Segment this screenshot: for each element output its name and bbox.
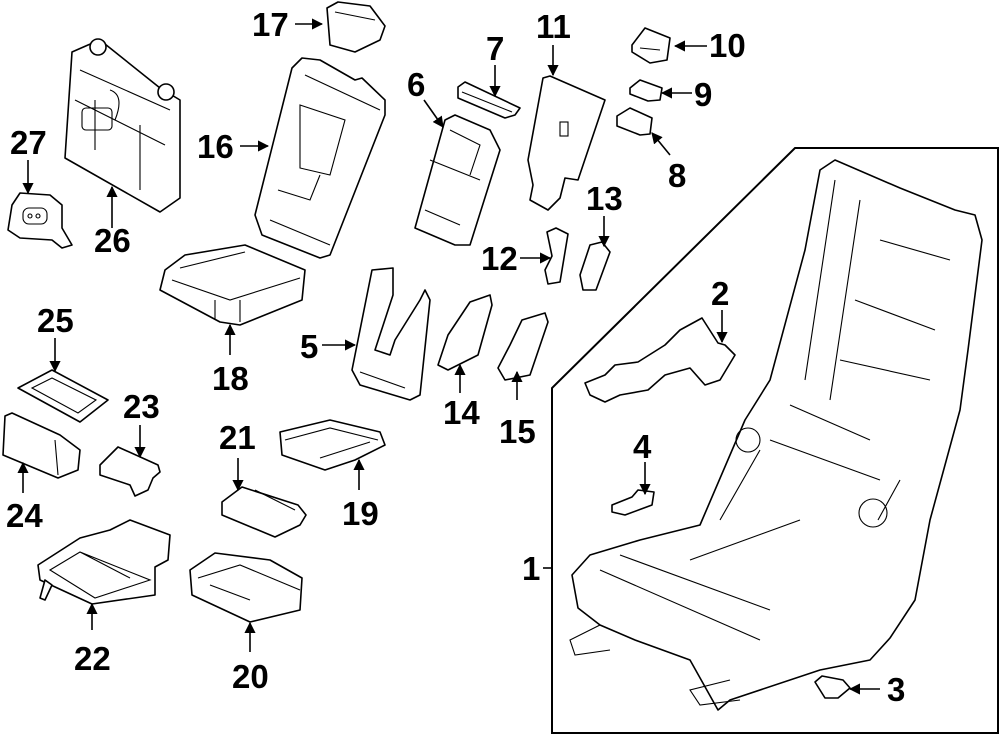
part-19-pad[interactable]	[279, 419, 386, 471]
leader-lines	[17, 18, 880, 695]
part-21-pad[interactable]	[221, 486, 307, 538]
part-14-side-trim[interactable]	[437, 294, 493, 371]
callout-7: 7	[486, 30, 504, 67]
callout-labels: 17 16 27 26 18 6 7 11 10 9 8 12 13 5 14 …	[6, 6, 905, 708]
part-25-bezel[interactable]	[17, 369, 109, 423]
callout-5: 5	[300, 328, 318, 365]
callout-14: 14	[443, 394, 480, 431]
callout-8: 8	[668, 157, 686, 194]
part-18-seat-cushion[interactable]	[159, 244, 306, 326]
part-4-bracket[interactable]	[611, 489, 655, 516]
part-1-seat-frame[interactable]	[569, 159, 983, 711]
callout-1: 1	[522, 550, 540, 587]
callout-11: 11	[536, 8, 571, 45]
part-24-housing[interactable]	[2, 412, 81, 479]
callout-20: 20	[232, 658, 269, 695]
callout-26: 26	[94, 222, 131, 259]
part-16-seat-back-cover[interactable]	[254, 57, 386, 259]
callout-12: 12	[481, 240, 518, 277]
part-20-cushion[interactable]	[189, 552, 303, 623]
part-11-back-panel[interactable]	[527, 75, 606, 211]
part-23-bracket[interactable]	[99, 446, 161, 497]
part-10-clip[interactable]	[631, 27, 671, 64]
callout-27: 27	[10, 124, 47, 161]
part-6-bracket[interactable]	[414, 114, 501, 246]
callout-13: 13	[586, 180, 623, 217]
callout-9: 9	[694, 76, 712, 113]
callout-23: 23	[123, 388, 160, 425]
part-7-trim-strip[interactable]	[457, 81, 521, 119]
callout-10: 10	[709, 27, 746, 64]
part-3-clip[interactable]	[814, 675, 851, 699]
part-13-trim[interactable]	[579, 241, 611, 291]
part-5-side-bracket[interactable]	[351, 267, 431, 401]
part-22-tray[interactable]	[37, 519, 171, 605]
callout-16: 16	[197, 128, 234, 165]
part-9-clip[interactable]	[629, 79, 663, 102]
part-15-side-trim[interactable]	[497, 312, 549, 381]
callout-2: 2	[711, 275, 729, 312]
part-26-seat-module[interactable]	[64, 38, 181, 213]
part-2-wire-harness[interactable]	[584, 317, 736, 403]
callout-24: 24	[6, 497, 43, 534]
callout-17: 17	[252, 6, 289, 43]
part-27-switch-bezel[interactable]	[7, 192, 73, 249]
callout-25: 25	[37, 302, 74, 339]
callout-19: 19	[342, 495, 379, 532]
callout-18: 18	[212, 360, 249, 397]
part-12-trim[interactable]	[544, 227, 569, 285]
callout-4: 4	[633, 428, 652, 465]
part-8-block[interactable]	[616, 107, 653, 136]
callout-21: 21	[219, 419, 256, 456]
assembly-group-box	[551, 147, 999, 734]
callout-3: 3	[887, 671, 905, 708]
callout-22: 22	[74, 640, 111, 677]
callout-15: 15	[499, 413, 536, 450]
callout-6: 6	[407, 66, 425, 103]
part-17-headrest[interactable]	[326, 1, 386, 53]
